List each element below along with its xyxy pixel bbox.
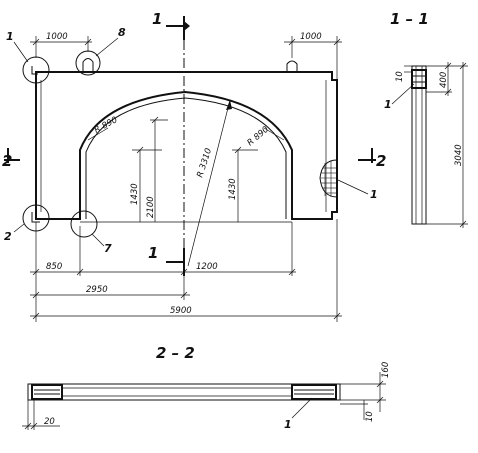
dimension-label-s22-10: 10 (365, 411, 375, 422)
callout-1-right: 1 (370, 188, 378, 201)
callout-2: 2 (4, 230, 12, 243)
dim-2100: 2100 (146, 116, 168, 222)
dimension-label-s11-400: 400 (439, 72, 449, 88)
dimension-label-s11-3040: 3040 (454, 144, 464, 166)
section-1-1: 1 – 1 10 400 3040 1 (384, 10, 468, 228)
corner-detail-top (31, 66, 38, 75)
cut2-right-label: 2 (376, 152, 386, 170)
opening-contour (85, 97, 287, 219)
dimension-label-d1430-right: 1430 (228, 178, 238, 200)
dim-1430-left: 1430 (130, 146, 162, 222)
section-2-2: 2 – 2 160 10 20 1 (22, 344, 391, 431)
callout-1-section-1-1: 1 (384, 98, 392, 111)
lifting-loop-right (286, 60, 298, 72)
callout-7: 7 (104, 242, 112, 255)
callout-circle-7 (70, 210, 98, 238)
dim-2950: 2950 (30, 276, 190, 300)
callout-1-section-2-2: 1 (284, 418, 292, 431)
dimension-label-d5900: 5900 (170, 306, 192, 316)
dim-1430-right: 1430 (228, 146, 258, 222)
dimension-label-s11-10: 10 (395, 71, 405, 82)
dimension-label-d1200: 1200 (196, 262, 218, 272)
dimension-label-r890-right: R 890 (246, 125, 271, 149)
dimension-label-d1000-left: 1000 (46, 32, 68, 42)
cut2-left-label: 2 (2, 152, 12, 170)
dimension-label-d2100: 2100 (146, 196, 156, 218)
embedded-part-right (319, 159, 338, 198)
section-1-1-title: 1 – 1 (390, 10, 429, 28)
dim-1000-right: 1000 (284, 32, 342, 80)
dim-5900: 5900 (30, 219, 342, 322)
cut-2-2-marks: 2 2 (2, 148, 386, 170)
dim-1000-left: 1000 (30, 32, 92, 58)
dimension-label-s22-20: 20 (44, 417, 55, 427)
panel-outline (35, 71, 338, 220)
section-2-2-title: 2 – 2 (156, 344, 195, 362)
dimension-label-d2950: 2950 (86, 285, 108, 295)
cut1-top-label: 1 (152, 10, 162, 28)
dimension-label-d1430-left: 1430 (130, 183, 140, 205)
corner-detail-bottom (31, 212, 40, 223)
lifting-loop-left (82, 58, 94, 72)
dimension-label-s22-160: 160 (381, 362, 391, 378)
cut1-bottom-label: 1 (148, 244, 158, 262)
callout-1-top-left: 1 (6, 30, 14, 43)
dimension-label-d850: 850 (46, 262, 62, 272)
main-elevation: 1 1 2 2 1 8 2 7 1 1000 (2, 10, 386, 322)
dim-row-850-1200: 850 1200 (30, 222, 296, 322)
cut-1-1-marks: 1 1 (148, 10, 190, 276)
dimension-label-d1000-right: 1000 (300, 32, 322, 42)
callout-8: 8 (118, 26, 126, 39)
